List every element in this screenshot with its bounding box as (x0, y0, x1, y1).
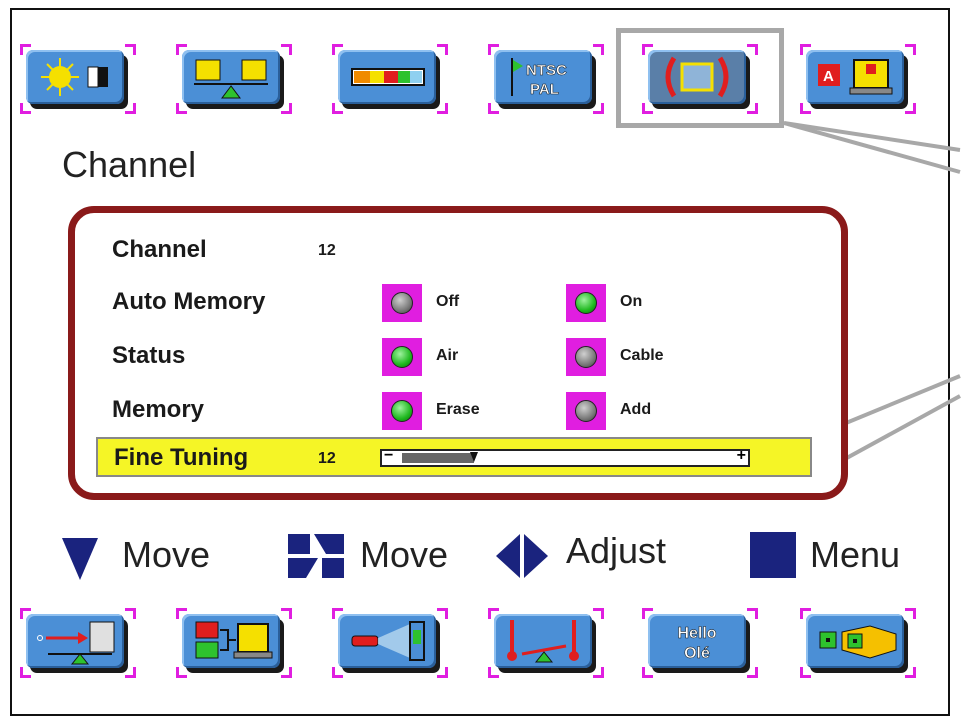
projector-icon (351, 621, 425, 661)
toolbar-temperature-button[interactable] (488, 608, 604, 678)
toolbar-setup-button[interactable] (800, 608, 916, 678)
channel-label: Channel (112, 236, 207, 263)
slider-plus-icon: + (736, 447, 746, 464)
toolbar-channel-button[interactable] (642, 44, 758, 114)
page-title: Channel (62, 144, 197, 185)
toolbar-balance-button[interactable] (176, 44, 292, 114)
selection-highlight (616, 28, 784, 128)
nav-hint-move-select: Move (288, 530, 488, 582)
radio-on-icon (391, 346, 413, 368)
fine-tuning-slider[interactable]: − + (380, 447, 750, 467)
toolbar-ntsc-pal-button[interactable]: NTSC PAL (488, 44, 604, 114)
fine-tuning-value: 12 (318, 450, 336, 467)
option-label: Off (436, 293, 460, 310)
radio-off-icon (575, 400, 597, 422)
hello-label: Hello (677, 625, 716, 642)
toolbar-language-button[interactable]: Hello Olé (642, 608, 758, 678)
nav-hint-menu: Menu (748, 530, 928, 582)
left-right-arrows-icon (496, 534, 548, 578)
toolbar-color-button[interactable] (332, 44, 448, 114)
slider-minus-icon: − (384, 447, 394, 464)
slider-fill (402, 453, 474, 463)
nav-hint-adjust: Adjust (494, 530, 694, 582)
picture-icon (41, 58, 108, 96)
toolbar-caption-button[interactable]: A (800, 44, 916, 114)
toolbar-scale-button[interactable] (20, 608, 136, 678)
wrench-icon (819, 625, 897, 659)
toolbar-input-button[interactable] (176, 608, 292, 678)
fine-tuning-label: Fine Tuning (114, 444, 249, 471)
balance-icon (194, 59, 268, 99)
menu-square-icon (750, 532, 796, 578)
nav-hint-label: Menu (810, 534, 901, 575)
status-label: Status (112, 342, 186, 369)
option-label: On (620, 293, 643, 310)
radio-on-icon (391, 400, 413, 422)
nav-hint-label: Move (360, 534, 449, 575)
pal-label: PAL (530, 81, 559, 98)
scale-arrow-icon (37, 621, 115, 665)
toolbar-projector-button[interactable] (332, 608, 448, 678)
color-bar-icon (351, 68, 425, 86)
radio-off-icon (391, 292, 413, 314)
ole-label: Olé (684, 645, 710, 662)
option-label: Air (436, 347, 459, 364)
nav-hint-label: Adjust (566, 530, 667, 571)
auto-memory-label: Auto Memory (112, 288, 266, 315)
move-select-icon (288, 534, 344, 578)
nav-hint-label: Move (122, 534, 211, 575)
radio-on-icon (575, 292, 597, 314)
ntsc-label: NTSC (526, 62, 567, 79)
nav-hint-move-down: Move (60, 530, 240, 582)
toolbar-picture-button[interactable] (20, 44, 136, 114)
slider-thumb[interactable] (470, 452, 478, 462)
down-triangle-icon (62, 538, 98, 580)
channel-frame-icon (665, 56, 729, 98)
temperature-balance-icon (507, 620, 579, 663)
closed-caption-icon: A (818, 59, 893, 95)
language-icon: Hello Olé (677, 625, 717, 663)
option-label: Erase (436, 401, 480, 418)
radio-off-icon (575, 346, 597, 368)
input-source-icon (195, 621, 273, 659)
option-label: Cable (620, 347, 664, 364)
option-label: Add (620, 401, 652, 418)
svg-text:A: A (823, 68, 834, 85)
ntsc-pal-icon: NTSC PAL (511, 58, 567, 98)
memory-label: Memory (112, 396, 205, 423)
channel-value: 12 (318, 242, 336, 259)
